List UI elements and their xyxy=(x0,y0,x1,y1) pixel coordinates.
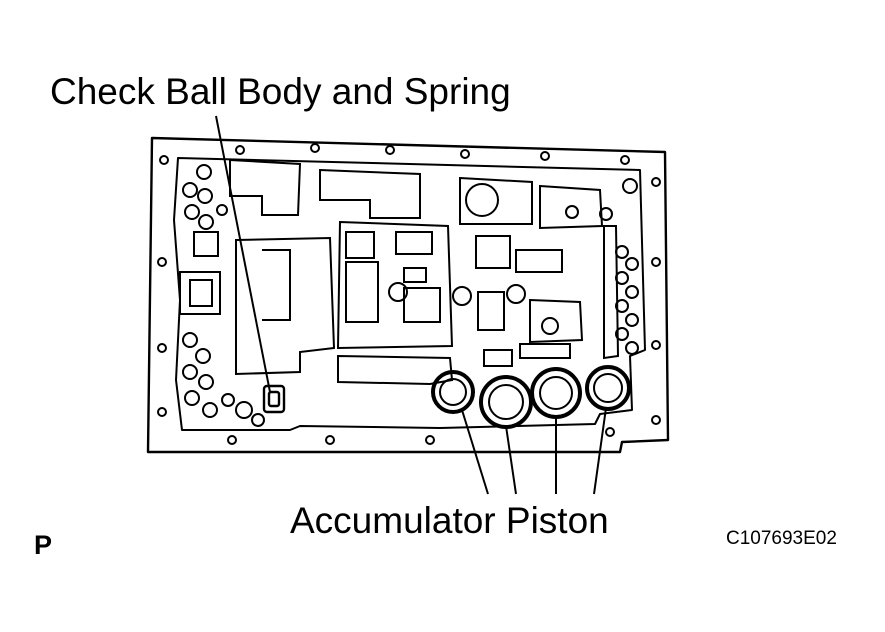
piston-leader-2 xyxy=(505,425,517,495)
accumulator-piston-4 xyxy=(585,365,631,411)
valve-body-plate xyxy=(146,136,670,454)
check-ball-body xyxy=(262,384,286,414)
accumulator-piston-1 xyxy=(431,370,475,414)
view-letter: P xyxy=(34,530,53,560)
check-ball-leader xyxy=(215,115,271,393)
check-ball-label: Check Ball Body and Spring xyxy=(50,71,511,112)
accumulator-piston-3 xyxy=(530,367,582,419)
accumulator-piston-label: Accumulator Piston xyxy=(290,500,609,541)
accumulator-piston-2 xyxy=(479,375,533,429)
valve-body-outline xyxy=(173,157,646,431)
leader-lines xyxy=(215,115,607,495)
accumulator-pistons xyxy=(431,365,631,429)
bolt-holes xyxy=(157,143,661,445)
piston-leader-1 xyxy=(461,409,489,495)
left-ports xyxy=(179,164,265,427)
piston-leader-4 xyxy=(593,407,607,495)
center-passages xyxy=(229,158,613,386)
figure-code: C107693E02 xyxy=(726,528,837,549)
right-ports xyxy=(603,178,639,360)
